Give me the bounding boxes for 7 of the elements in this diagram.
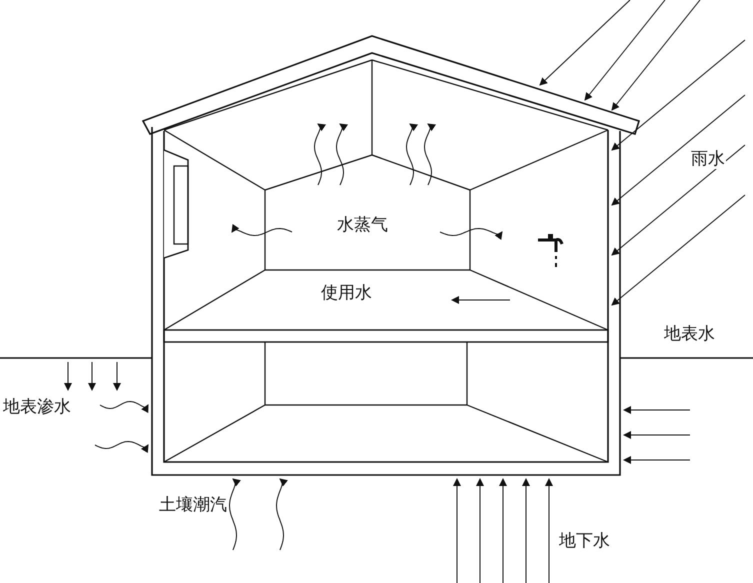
room-label: 水蒸气 [336,216,389,235]
callout-label: 地表水 [663,325,716,344]
callout-label: 土壤潮汽 [158,496,228,515]
callout-label: 地表渗水 [2,398,72,417]
room-label: 使用水 [320,284,373,303]
callout-label: 地下水 [558,532,611,551]
callout-label: 雨水 [690,150,726,169]
